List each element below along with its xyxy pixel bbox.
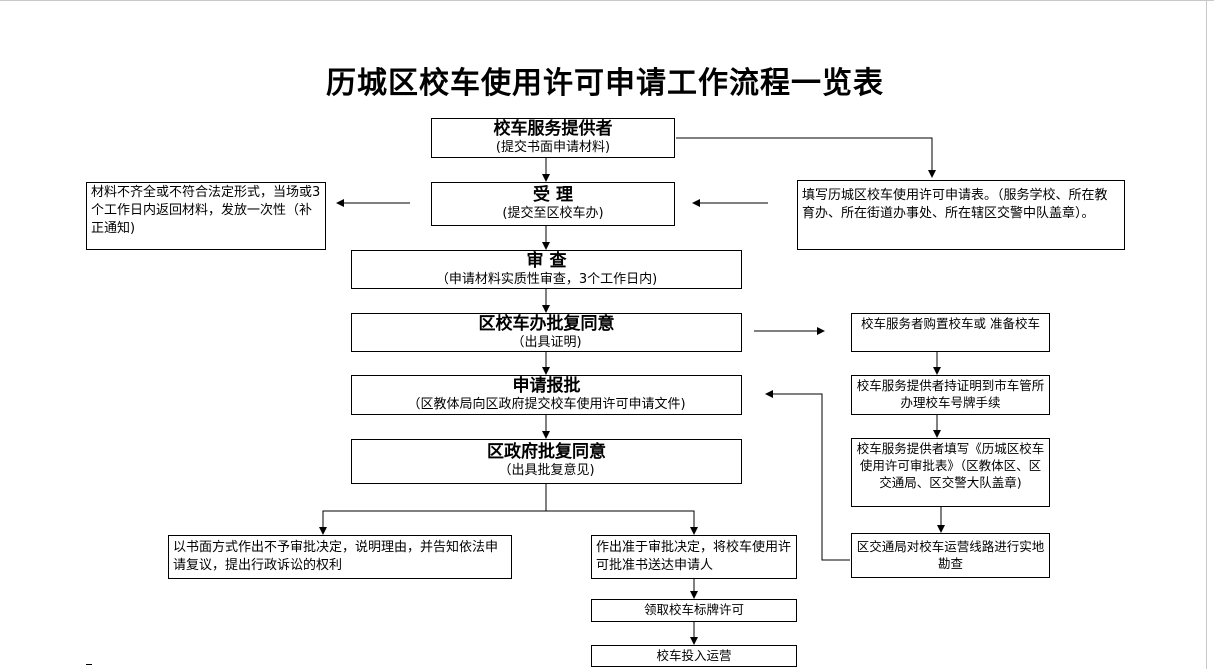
node-route-survey: 区交通局对校车运营线路进行实地勘查 <box>851 533 1050 578</box>
page-title: 历城区校车使用许可申请工作流程一览表 <box>326 66 884 101</box>
node-provider-sub: (提交书面申请材料) <box>495 140 611 155</box>
node-review-title: 审 查 <box>526 251 567 271</box>
node-district-approve-title: 区校车办批复同意 <box>478 314 615 334</box>
page-corner-mark <box>86 664 92 665</box>
node-fill-form: 填写历城区校车使用许可申请表。（服务学校、所在教育办、所在街道办事处、所在辖区交… <box>797 180 1125 250</box>
node-route-survey-text: 区交通局对校车运营线路进行实地勘查 <box>856 539 1045 571</box>
node-provider: 校车服务提供者 (提交书面申请材料) <box>431 118 675 158</box>
node-accept-title: 受 理 <box>533 185 573 205</box>
node-review: 审 查 （申请材料实质性审查，3个工作日内) <box>351 250 742 289</box>
node-review-sub: （申请材料实质性审查，3个工作日内) <box>435 272 658 287</box>
node-buy-bus: 校车服务者购置校车或 准备校车 <box>851 313 1050 352</box>
page-border-right <box>1206 0 1207 669</box>
node-incomplete-text: 材料不齐全或不符合法定形式，当场或3个工作日内返回材料，发放一次性（补正通知) <box>91 185 321 236</box>
node-accept-sub: (提交至区校车办) <box>502 206 604 221</box>
node-operate: 校车投入运营 <box>591 645 797 667</box>
node-fill-approval-text: 校车服务提供者填写《历城区校车使用许可审批表》（区教体区、区交通局、区交警大队盖… <box>856 441 1045 490</box>
branch-gov-grant <box>546 510 698 535</box>
node-gov-approve: 区政府批复同意 （出具批复意见) <box>351 439 742 484</box>
node-incomplete: 材料不齐全或不符合法定形式，当场或3个工作日内返回材料，发放一次性（补正通知) <box>86 182 326 250</box>
node-fill-form-text: 填写历城区校车使用许可申请表。（服务学校、所在教育办、所在街道办事处、所在辖区交… <box>802 188 1108 221</box>
node-report-sub: （区教体局向区政府提交校车使用许可申请文件) <box>407 397 686 412</box>
node-plate-text: 校车服务提供者持证明到市车管所办理校车号牌手续 <box>856 378 1045 410</box>
node-grant: 作出准于审批决定，将校车使用许可批准书送达申请人 <box>591 535 797 579</box>
node-collect-sign: 领取校车标牌许可 <box>591 599 797 622</box>
node-accept: 受 理 (提交至区校车办) <box>431 182 675 226</box>
arrow-survey-to-report <box>765 390 850 561</box>
node-report: 申请报批 （区教体局向区政府提交校车使用许可申请文件) <box>351 375 742 415</box>
node-plate: 校车服务提供者持证明到市车管所办理校车号牌手续 <box>851 375 1050 415</box>
node-buy-bus-text: 校车服务者购置校车或 准备校车 <box>861 316 1040 331</box>
node-grant-text: 作出准于审批决定，将校车使用许可批准书送达申请人 <box>596 540 792 573</box>
page-border-top <box>0 0 1214 1</box>
node-gov-approve-sub: （出具批复意见) <box>498 463 595 478</box>
node-provider-title: 校车服务提供者 <box>493 119 613 139</box>
node-fill-approval: 校车服务提供者填写《历城区校车使用许可审批表》（区教体区、区交通局、区交警大队盖… <box>851 438 1050 507</box>
node-gov-approve-title: 区政府批复同意 <box>487 442 606 462</box>
node-reject-text: 以书面方式作出不予审批决定，说明理由，并告知依法申请复议，提出行政诉讼的权利 <box>173 540 499 573</box>
arrow-provider-to-form <box>676 137 936 178</box>
node-operate-text: 校车投入运营 <box>656 648 732 663</box>
node-reject: 以书面方式作出不予审批决定，说明理由，并告知依法申请复议，提出行政诉讼的权利 <box>168 535 512 579</box>
node-district-approve: 区校车办批复同意 （出具证明) <box>351 313 742 352</box>
node-report-title: 申请报批 <box>512 376 581 396</box>
node-collect-sign-text: 领取校车标牌许可 <box>643 602 744 617</box>
node-district-approve-sub: （出具证明) <box>511 335 582 350</box>
branch-gov-split <box>319 484 547 535</box>
